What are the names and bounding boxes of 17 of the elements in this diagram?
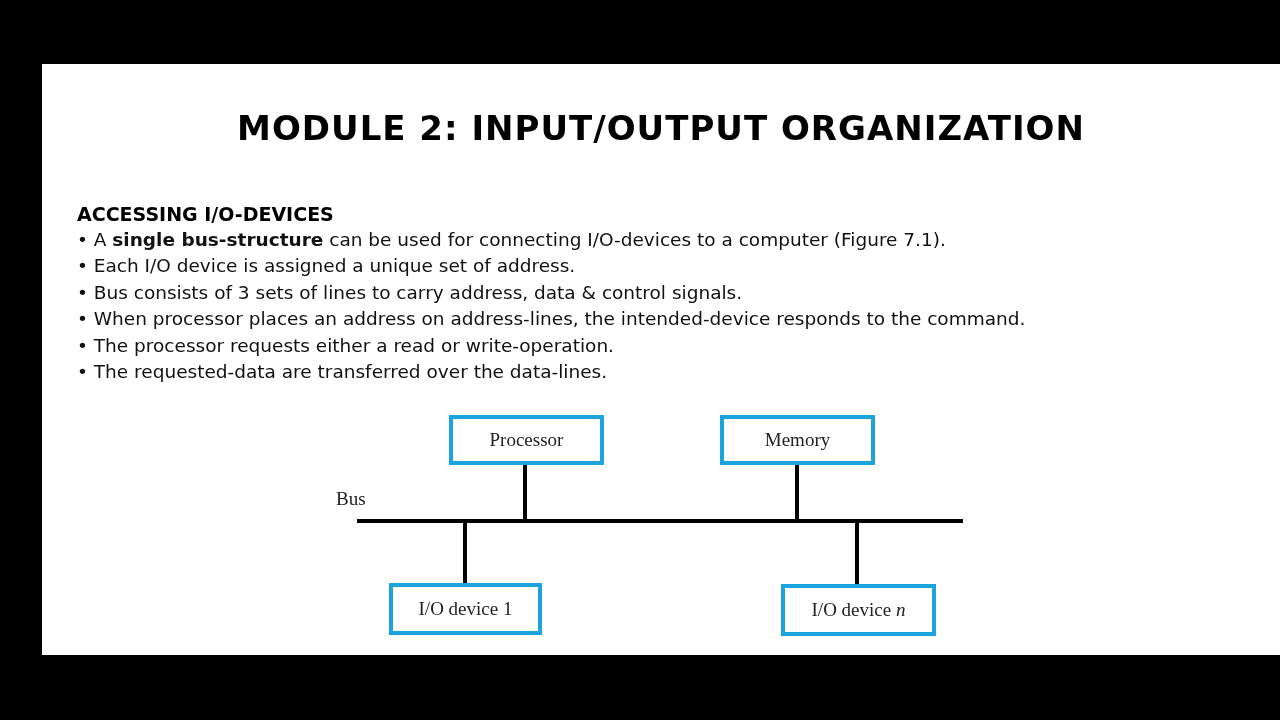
component-box: Processor: [449, 415, 604, 465]
bullet-text: • When processor places an address on address-lines, the intended-device responds to the command.: [77, 307, 1027, 332]
slide-title: MODULE 2: INPUT/OUTPUT ORGANIZATION: [236, 108, 1086, 148]
bus-connector: [463, 523, 467, 583]
bullet-text: • Bus consists of 3 sets of lines to carry address, data & control signals.: [77, 280, 744, 305]
bullet-text: • The processor requests either a read or write-operation.: [77, 333, 615, 358]
bus-label: Bus: [336, 488, 366, 510]
section-heading: ACCESSING I/O-DEVICES: [77, 203, 334, 225]
bus-connector: [795, 465, 799, 519]
bullet-text: • The requested-data are transferred over the data-lines.: [77, 360, 609, 385]
component-box: I/O device n: [781, 584, 936, 636]
bus-connector: [523, 465, 527, 519]
bullet-text: • A single bus-structure can be used for connecting I/O-devices to a computer (Figure 7.1).: [77, 228, 947, 252]
bus-connector: [855, 523, 859, 584]
bullet-text: • Each I/O device is assigned a unique set of address.: [77, 254, 577, 279]
component-box: I/O device 1: [389, 583, 542, 635]
component-box: Memory: [720, 415, 875, 465]
